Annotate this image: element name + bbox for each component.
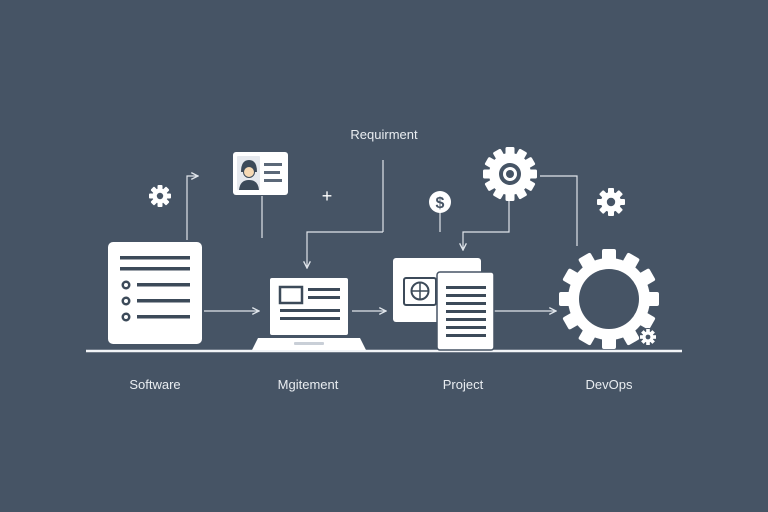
laptop-icon <box>252 278 366 350</box>
stage-label-devops: DevOps <box>585 377 633 392</box>
arrow-requirement-to-laptop <box>307 231 383 268</box>
arrow-doc-to-profile <box>186 176 198 240</box>
profile-card-icon <box>233 152 288 195</box>
devops-gear-icon <box>559 249 659 349</box>
checklist-document-icon <box>108 242 202 344</box>
project-documents-icon <box>393 258 495 351</box>
small-gear-left-icon <box>149 185 171 207</box>
stage-label-project: Project <box>442 377 484 392</box>
arrow-gear-to-devops <box>540 175 578 246</box>
dollar-badge-icon: $ <box>429 191 451 213</box>
requirement-label: Requirment <box>350 127 418 142</box>
stage-label-software: Software <box>129 377 181 392</box>
small-gear-right-icon <box>597 188 625 216</box>
connector-lines <box>186 160 578 311</box>
tiny-gear-icon <box>639 328 657 346</box>
arrow-gear-to-project <box>463 200 510 250</box>
stage-label-management: Mgitement <box>277 377 339 392</box>
dollar-symbol: $ <box>436 195 445 212</box>
plus-symbol: + <box>322 186 333 206</box>
large-gear-icon <box>483 147 537 201</box>
